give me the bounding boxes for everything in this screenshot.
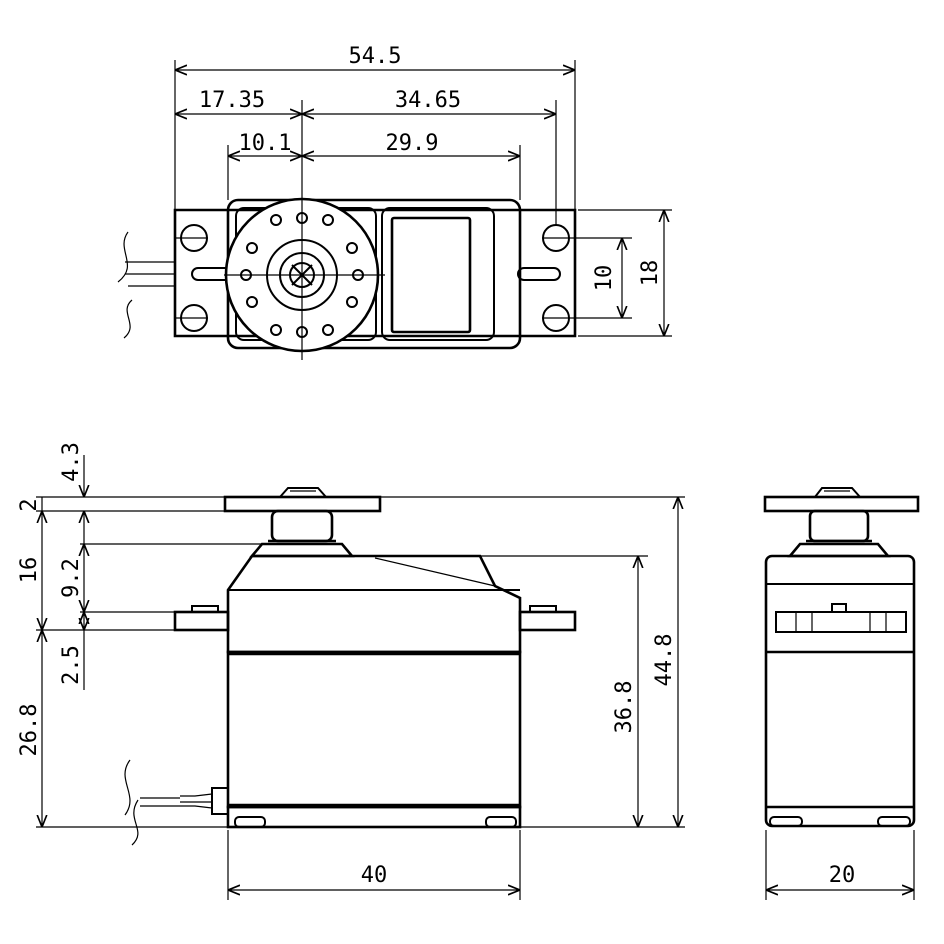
side-body xyxy=(226,650,522,809)
dim-mount-thickness: 2.5 xyxy=(59,645,84,685)
dim-horn-thickness: 2 xyxy=(17,498,42,511)
dim-shaft-offset: 10.1 xyxy=(239,131,292,156)
dim-overall-width: 54.5 xyxy=(349,44,402,69)
dim-left-to-shaft: 17.35 xyxy=(199,88,265,113)
dim-shaft-to-body-right: 29.9 xyxy=(386,131,439,156)
side-horn xyxy=(223,495,382,513)
top-view: 54.5 17.35 34.65 10.1 29.9 18 10 xyxy=(117,44,672,360)
dim-shaft-to-right-hole: 34.65 xyxy=(395,88,461,113)
side-view: 4.3 2 16 9.2 2.5 26.8 36.8 44.8 40 xyxy=(17,442,685,900)
dim-shaft-to-mount: 16 xyxy=(17,557,42,584)
dim-body-height: 36.8 xyxy=(612,681,637,734)
dim-mount-to-bottom: 26.8 xyxy=(17,704,42,757)
dim-hole-spacing: 10 xyxy=(592,265,617,292)
dim-body-width: 40 xyxy=(361,863,388,888)
dim-gear-height: 9.2 xyxy=(59,558,84,598)
dim-total-height: 44.8 xyxy=(652,634,677,687)
end-body xyxy=(764,554,916,828)
dim-end-width: 20 xyxy=(829,863,856,888)
end-horn xyxy=(763,495,920,513)
end-view: 20 xyxy=(763,487,920,900)
dim-body-depth: 18 xyxy=(638,260,663,287)
dim-horn-clearance: 4.3 xyxy=(59,442,84,482)
mounting-flange xyxy=(173,208,577,338)
